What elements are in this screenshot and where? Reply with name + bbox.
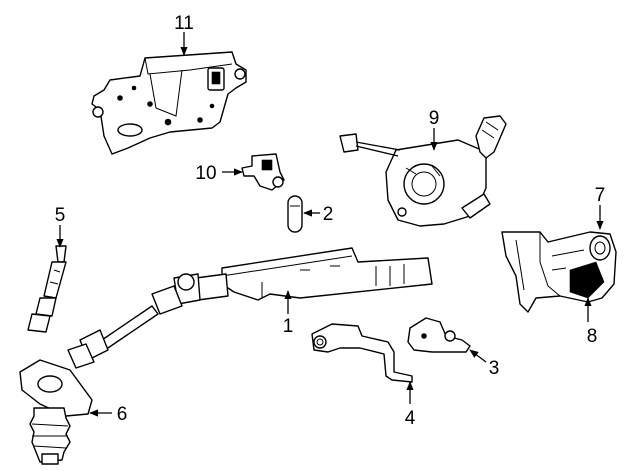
callout-11: 11	[174, 13, 194, 34]
leader-lines	[56, 32, 604, 417]
callout-5: 5	[55, 205, 66, 226]
callout-2: 2	[323, 204, 334, 225]
part-1-steering-column	[67, 247, 433, 369]
callout-1: 1	[283, 316, 294, 337]
part-11-control-module	[91, 51, 247, 155]
part-6-boot-seal	[19, 359, 93, 465]
callout-7: 7	[595, 185, 606, 206]
callout-labels: 11 10 2 9 5 7 8 1 6 4 3	[55, 13, 606, 429]
part-5-intermediate-shaft	[27, 245, 67, 333]
part-2-bulb	[287, 195, 303, 233]
part-3-bracket	[407, 317, 471, 353]
callout-3: 3	[489, 358, 500, 379]
callout-8: 8	[587, 326, 598, 347]
part-4-lever	[311, 323, 413, 383]
callout-9: 9	[429, 108, 440, 129]
callout-6: 6	[117, 404, 128, 425]
part-7-8-column-shroud	[501, 231, 617, 313]
part-9-clockspring	[339, 115, 507, 227]
callout-4: 4	[405, 408, 416, 429]
part-10-switch	[241, 153, 285, 191]
callout-10: 10	[195, 163, 216, 184]
